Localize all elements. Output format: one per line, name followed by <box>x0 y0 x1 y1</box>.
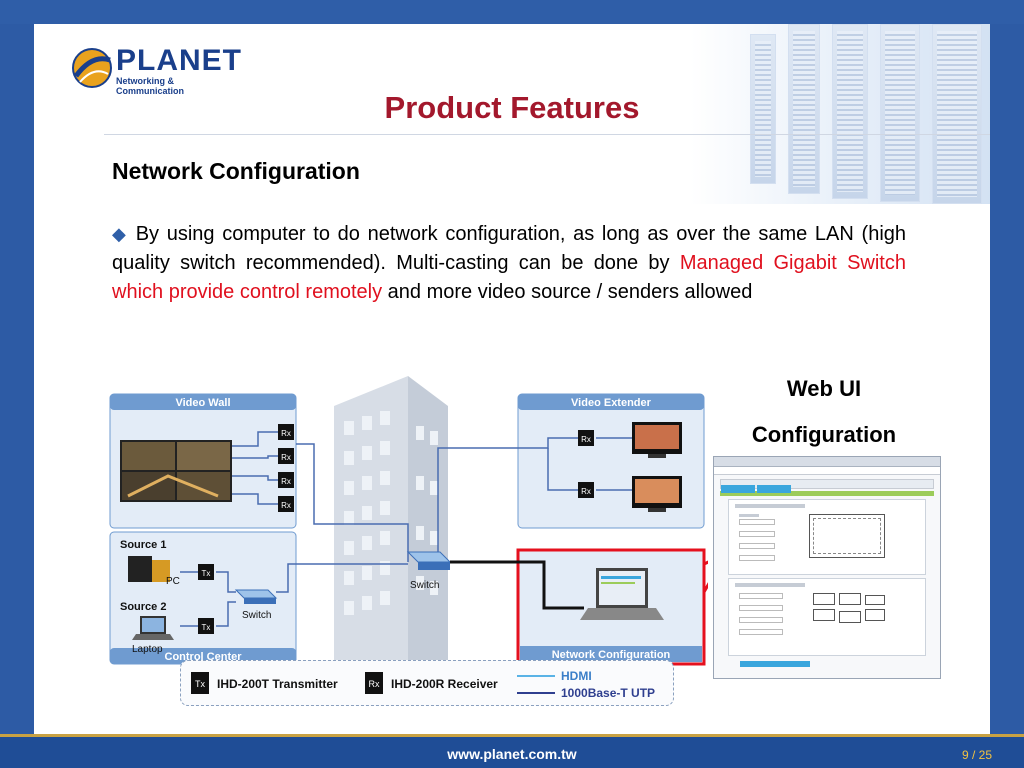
slide: PLANET Networking & Communication Produc… <box>34 24 990 734</box>
tv-icon <box>632 422 682 512</box>
svg-text:Rx: Rx <box>281 429 291 438</box>
webui-title-line2: Configuration <box>751 422 897 447</box>
main-switch-label: Switch <box>410 580 439 591</box>
rx-boxes-wall: Rx Rx Rx Rx <box>278 424 294 512</box>
paragraph-highlight: Managed Gigabit Switch which provide con… <box>112 252 906 303</box>
svg-text:Tx: Tx <box>202 623 211 632</box>
svg-text:Tx: Tx <box>202 569 211 578</box>
page-number: 9 / 25 <box>961 748 992 762</box>
small-switch-icon <box>234 589 278 604</box>
video-wall-label: Video Wall <box>175 397 230 409</box>
video-wall-screens <box>120 440 232 502</box>
small-switch-label: Switch <box>242 610 271 621</box>
svg-text:Rx: Rx <box>281 453 291 462</box>
svg-text:Rx: Rx <box>281 477 291 486</box>
legend-utp: 1000Base-T UTP <box>561 686 655 700</box>
rx-boxes-extender: Rx Rx <box>578 430 594 498</box>
pc-label: PC <box>166 576 180 587</box>
legend-tx-text: IHD-200T Transmitter <box>217 677 338 691</box>
webui-title-line1: Web UI <box>786 376 862 401</box>
web-ui-screenshot <box>713 456 941 679</box>
diamond-bullet-icon: ◆ <box>112 224 128 244</box>
pc-icon <box>128 556 170 582</box>
network-configuration-label: Network Configuration <box>552 649 671 661</box>
diagram-legend: Tx IHD-200T Transmitter Rx IHD-200R Rece… <box>180 660 674 706</box>
callout-pointer <box>702 560 708 598</box>
legend-hdmi: HDMI <box>561 669 592 683</box>
config-laptop-icon <box>580 568 664 620</box>
legend-rx-badge: Rx <box>369 679 380 689</box>
footer-bar: www.planet.com.tw 9 / 25 <box>0 734 1024 768</box>
section-subtitle: Network Configuration <box>112 158 360 184</box>
top-frame-bar <box>0 0 1024 24</box>
video-extender-label: Video Extender <box>571 397 652 409</box>
left-frame <box>0 24 34 734</box>
right-frame <box>990 24 1024 734</box>
source2-label: Source 2 <box>120 601 166 613</box>
planet-logo: PLANET Networking & Communication <box>70 44 242 96</box>
paragraph-text-2: and more video source / senders allowed <box>382 281 753 303</box>
laptop-icon <box>132 616 174 640</box>
slide-title: Product Features <box>384 90 640 125</box>
building-graphic <box>334 376 448 666</box>
logo-text: PLANET <box>116 44 242 77</box>
network-diagram: Video Wall Rx Rx Rx Rx Video Extender <box>109 376 708 666</box>
header-divider <box>104 134 990 135</box>
server-room-background <box>690 24 990 204</box>
logo-tagline: Networking & Communication <box>116 76 185 96</box>
feature-paragraph: ◆ By using computer to do network config… <box>112 220 906 307</box>
svg-text:Rx: Rx <box>581 435 591 444</box>
svg-text:Rx: Rx <box>281 501 291 510</box>
legend-rx-text: IHD-200R Receiver <box>391 677 498 691</box>
tx-boxes: Tx Tx <box>198 564 214 634</box>
paragraph-text-1: By using computer to do network configur… <box>112 223 907 274</box>
legend-tx-badge: Tx <box>195 679 205 689</box>
globe-icon <box>72 48 112 88</box>
svg-text:Rx: Rx <box>581 487 591 496</box>
source1-label: Source 1 <box>120 539 166 551</box>
laptop-label: Laptop <box>132 644 163 655</box>
footer-url[interactable]: www.planet.com.tw <box>447 746 577 762</box>
